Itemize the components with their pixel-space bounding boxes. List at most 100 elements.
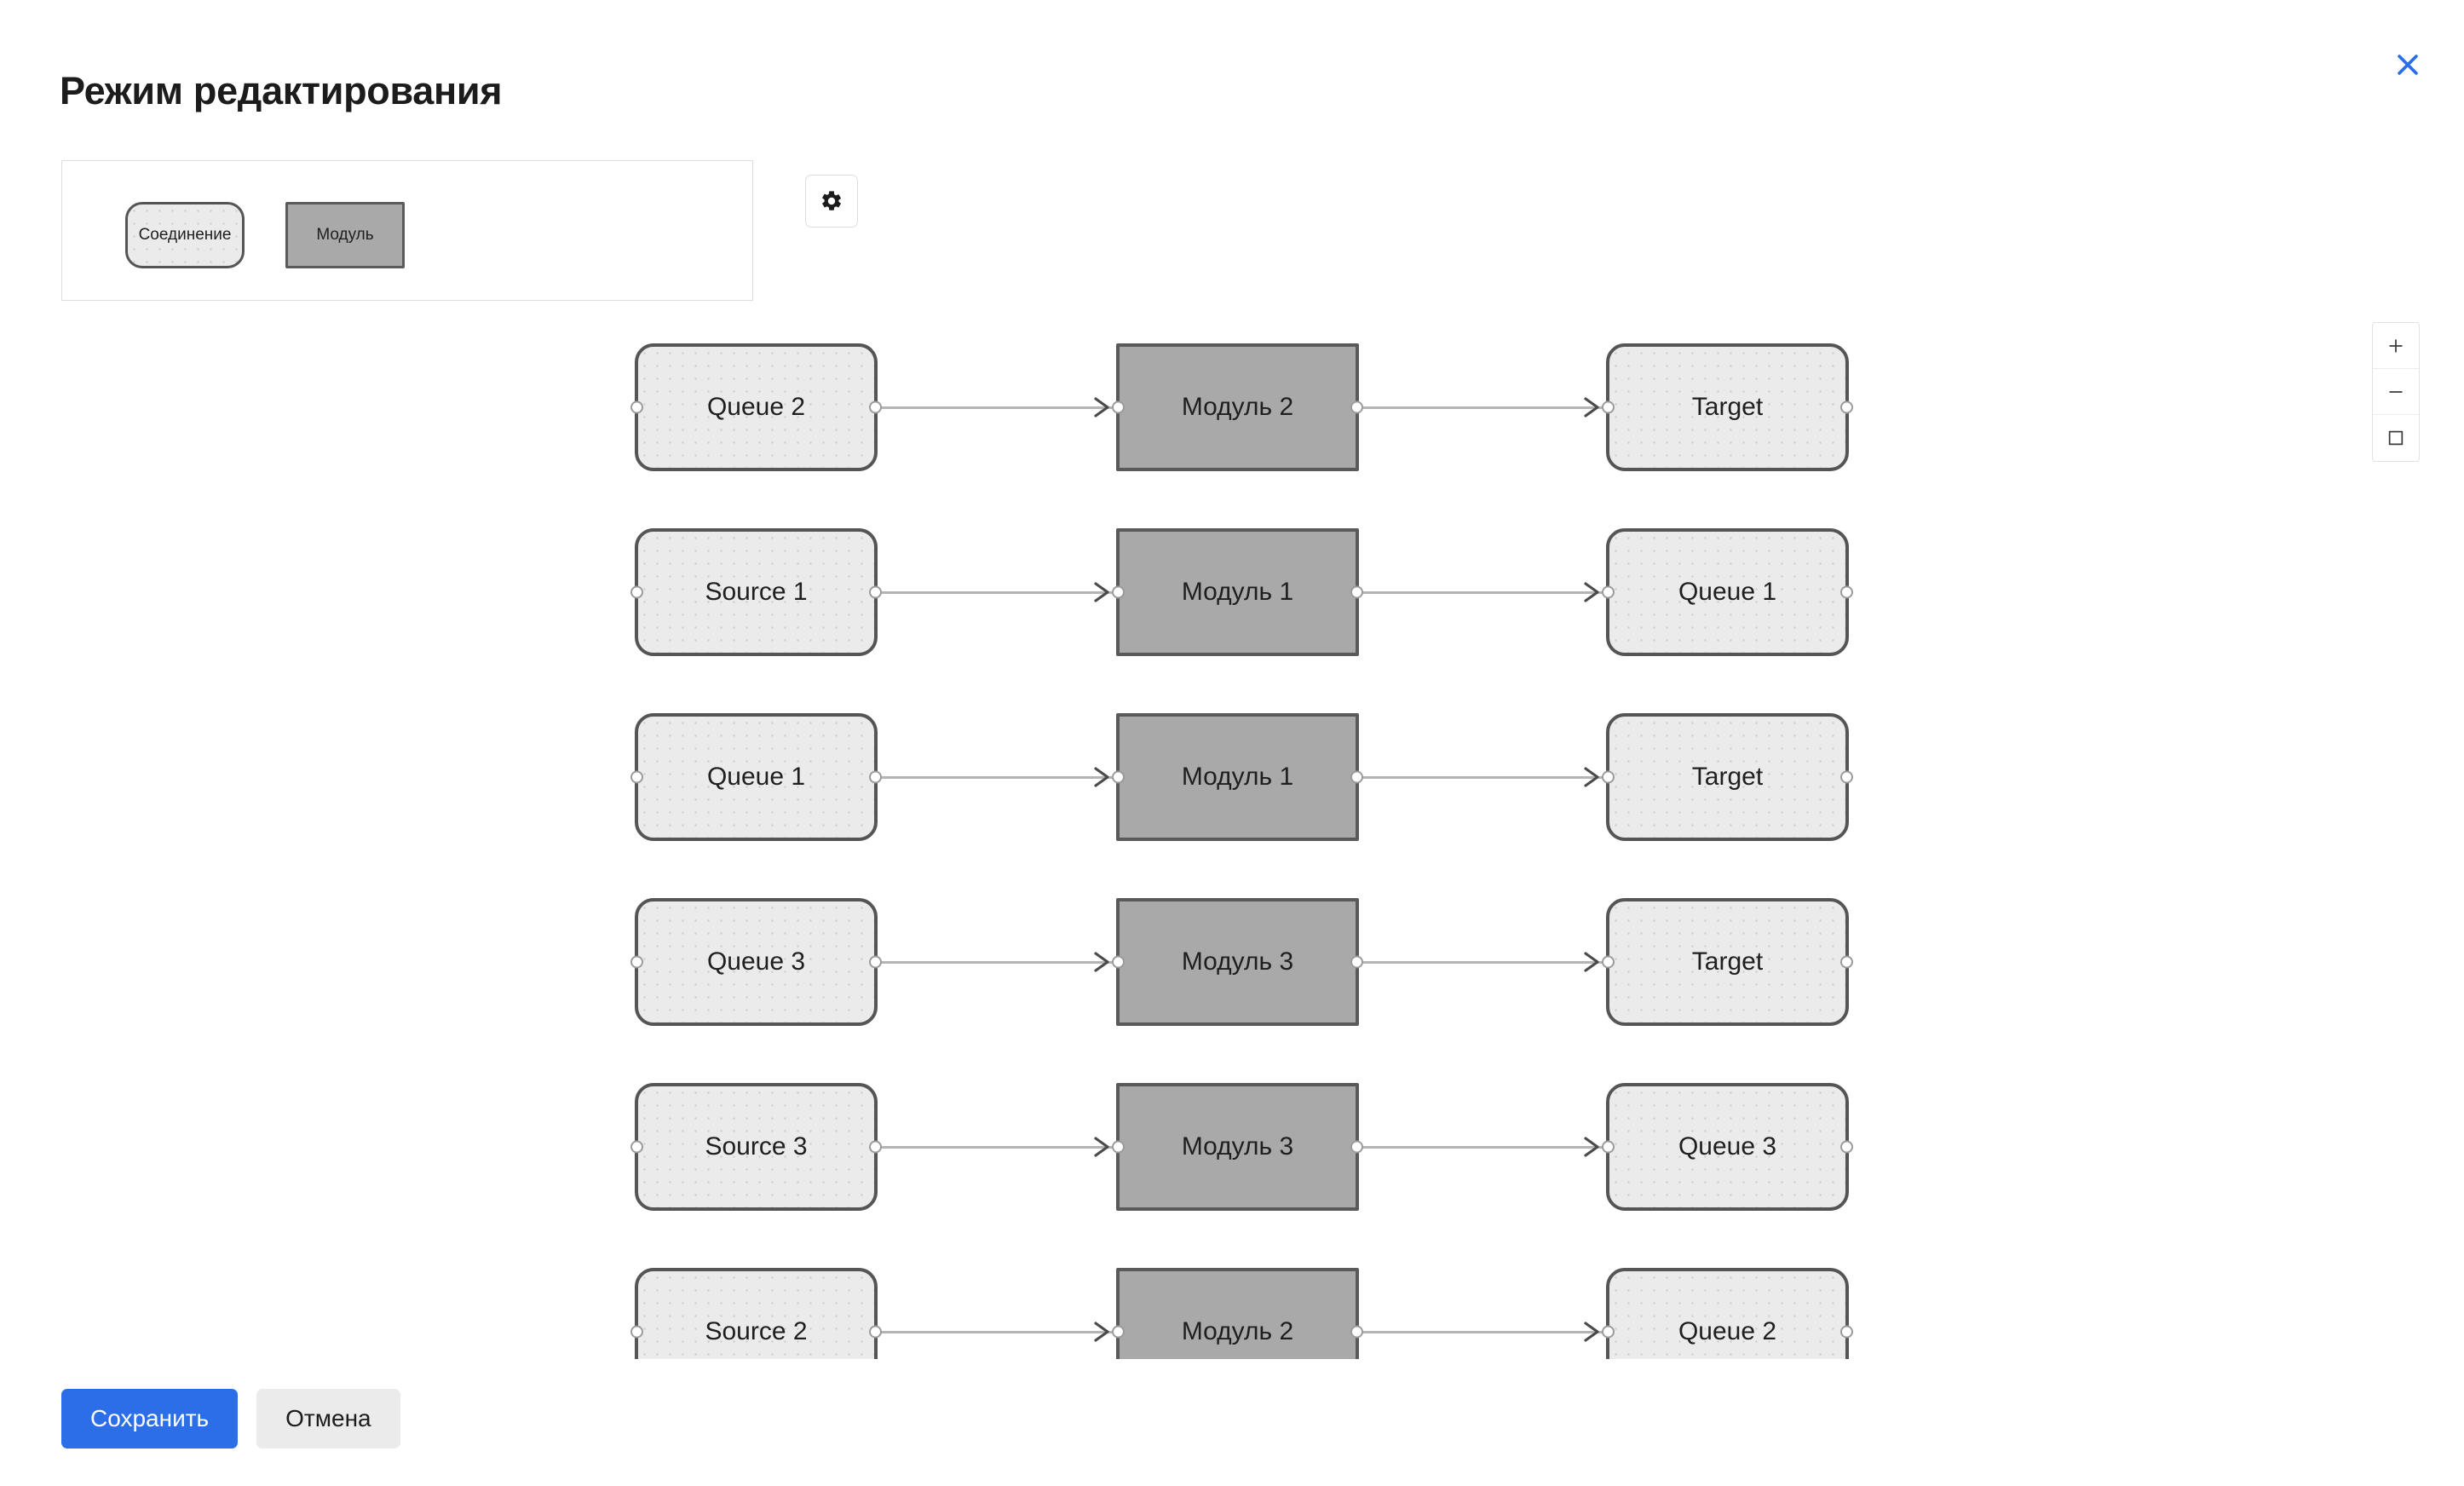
node-handle-right[interactable]	[869, 770, 882, 784]
node-handle-left[interactable]	[1112, 400, 1125, 414]
flow-node-label: Модуль 3	[1181, 1132, 1294, 1161]
node-handle-right[interactable]	[1840, 400, 1853, 414]
view-controls	[2372, 322, 2420, 462]
node-handle-right[interactable]	[1350, 1325, 1363, 1339]
fit-view-button[interactable]	[2373, 415, 2419, 461]
node-handle-right[interactable]	[1840, 585, 1853, 599]
flow-node-connection[interactable]: Queue 1	[1602, 528, 1853, 656]
flow-node-module[interactable]: Модуль 3	[1112, 1083, 1363, 1211]
node-handle-right[interactable]	[1840, 955, 1853, 969]
flow-node-connection[interactable]: Source 1	[630, 528, 882, 656]
edge-arrow-icon	[1091, 948, 1114, 980]
node-handle-left[interactable]	[1602, 955, 1615, 969]
edge-arrow-icon	[1091, 579, 1114, 610]
node-handle-left[interactable]	[630, 955, 643, 969]
node-handle-left[interactable]	[1112, 955, 1125, 969]
flow-edge[interactable]	[878, 1146, 1116, 1149]
flow-edge[interactable]	[878, 406, 1116, 409]
node-handle-left[interactable]	[1112, 585, 1125, 599]
node-handle-right[interactable]	[1840, 1325, 1853, 1339]
dialog-actions: Сохранить Отмена	[61, 1389, 400, 1449]
flow-node-connection[interactable]: Queue 2	[630, 343, 882, 471]
node-handle-right[interactable]	[869, 585, 882, 599]
node-handle-left[interactable]	[1112, 1325, 1125, 1339]
flow-node-connection[interactable]: Source 2	[630, 1268, 882, 1359]
node-handle-left[interactable]	[630, 585, 643, 599]
flow-node-module[interactable]: Модуль 3	[1112, 898, 1363, 1026]
node-handle-left[interactable]	[1602, 770, 1615, 784]
flow-edge[interactable]	[878, 591, 1116, 594]
flow-edge[interactable]	[1359, 1146, 1606, 1149]
flow-node-module[interactable]: Модуль 2	[1112, 343, 1363, 471]
node-handle-left[interactable]	[630, 400, 643, 414]
edge-arrow-icon	[1580, 1133, 1604, 1165]
node-handle-right[interactable]	[869, 400, 882, 414]
flow-node-label: Queue 2	[1678, 1317, 1777, 1345]
node-handle-left[interactable]	[1112, 770, 1125, 784]
flow-node-connection[interactable]: Target	[1602, 713, 1853, 841]
node-handle-left[interactable]	[1602, 400, 1615, 414]
flow-edge[interactable]	[1359, 406, 1606, 409]
palette-item-module[interactable]: Модуль	[285, 202, 405, 268]
flow-node-connection[interactable]: Target	[1602, 898, 1853, 1026]
node-handle-right[interactable]	[1350, 770, 1363, 784]
flow-node-connection[interactable]: Queue 2	[1602, 1268, 1853, 1359]
flow-edge[interactable]	[878, 1331, 1116, 1333]
flow-node-module[interactable]: Модуль 1	[1112, 528, 1363, 656]
node-handle-right[interactable]	[1350, 1140, 1363, 1154]
node-handle-right[interactable]	[1840, 770, 1853, 784]
edge-arrow-icon	[1091, 763, 1114, 795]
flow-node-connection[interactable]: Queue 3	[630, 898, 882, 1026]
node-palette: Соединение Модуль	[61, 160, 753, 301]
flow-edge[interactable]	[1359, 591, 1606, 594]
edge-arrow-icon	[1580, 394, 1604, 425]
palette-item-connection[interactable]: Соединение	[125, 202, 245, 268]
flow-node-module[interactable]: Модуль 2	[1112, 1268, 1363, 1359]
flow-node-label: Queue 3	[1678, 1132, 1777, 1161]
close-icon	[2393, 50, 2422, 79]
flow-edge[interactable]	[1359, 961, 1606, 964]
node-handle-right[interactable]	[1350, 585, 1363, 599]
node-handle-left[interactable]	[1112, 1140, 1125, 1154]
node-handle-left[interactable]	[1602, 1325, 1615, 1339]
node-handle-left[interactable]	[1602, 1140, 1615, 1154]
node-handle-left[interactable]	[630, 1325, 643, 1339]
node-handle-right[interactable]	[869, 955, 882, 969]
settings-button[interactable]	[805, 175, 858, 228]
flow-node-connection[interactable]: Queue 1	[630, 713, 882, 841]
cancel-button[interactable]: Отмена	[256, 1389, 400, 1449]
node-handle-right[interactable]	[1350, 400, 1363, 414]
save-button[interactable]: Сохранить	[61, 1389, 239, 1449]
node-handle-left[interactable]	[1602, 585, 1615, 599]
flow-node-label: Queue 3	[706, 947, 806, 976]
node-handle-right[interactable]	[869, 1325, 882, 1339]
flow-node-label: Source 3	[705, 1132, 808, 1161]
flow-node-label: Queue 1	[706, 763, 806, 791]
node-handle-right[interactable]	[1840, 1140, 1853, 1154]
flow-node-module[interactable]: Модуль 1	[1112, 713, 1363, 841]
flow-edge[interactable]	[1359, 1331, 1606, 1333]
flow-node-connection[interactable]: Queue 3	[1602, 1083, 1853, 1211]
flow-edge[interactable]	[878, 961, 1116, 964]
flow-node-label: Target	[1691, 393, 1764, 421]
node-handle-right[interactable]	[869, 1140, 882, 1154]
flow-edge[interactable]	[1359, 776, 1606, 779]
fit-view-icon	[2386, 429, 2405, 447]
flow-node-connection[interactable]: Target	[1602, 343, 1853, 471]
minus-icon	[2386, 383, 2405, 401]
zoom-in-button[interactable]	[2373, 323, 2419, 369]
flow-node-label: Queue 1	[1678, 578, 1777, 606]
edge-arrow-icon	[1580, 579, 1604, 610]
flow-node-label: Модуль 3	[1181, 947, 1294, 976]
flow-node-connection[interactable]: Source 3	[630, 1083, 882, 1211]
flow-edge[interactable]	[878, 776, 1116, 779]
close-button[interactable]	[2384, 41, 2432, 89]
gear-icon	[820, 189, 843, 213]
edge-arrow-icon	[1580, 948, 1604, 980]
node-handle-right[interactable]	[1350, 955, 1363, 969]
node-handle-left[interactable]	[630, 1140, 643, 1154]
node-handle-left[interactable]	[630, 770, 643, 784]
zoom-out-button[interactable]	[2373, 369, 2419, 415]
